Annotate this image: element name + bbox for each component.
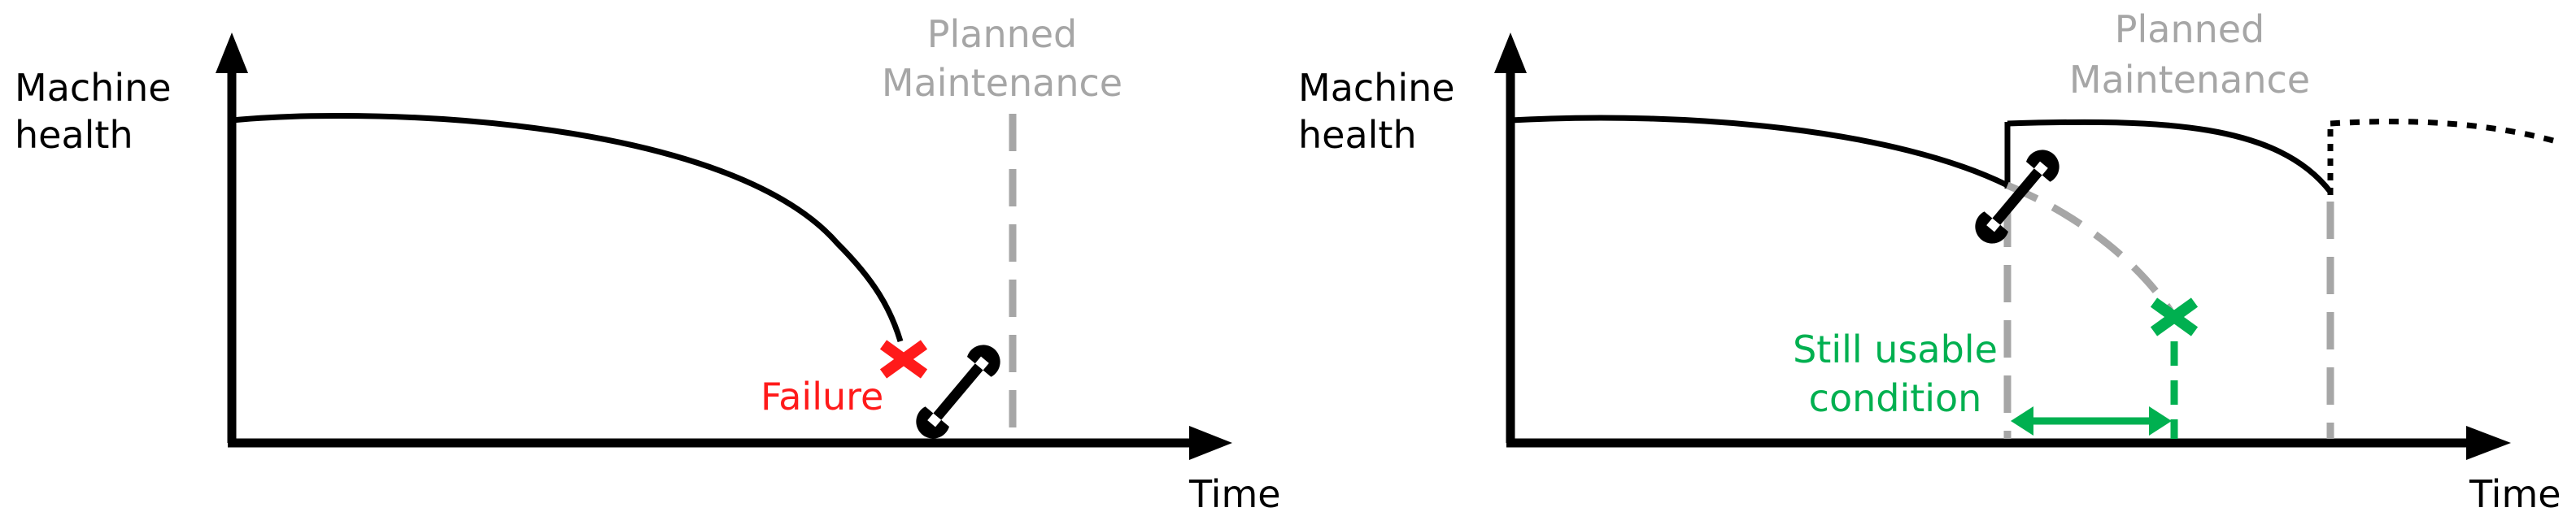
right-x-axis-label: Time — [2469, 472, 2561, 516]
right-usable-label-line1: Still usable — [1793, 328, 1998, 371]
left-maintenance-label-line1: Planned — [927, 12, 1078, 56]
right-y-axis-arrow — [1494, 33, 1527, 73]
right-x-axis-arrow — [2466, 426, 2511, 460]
left-failure-cross-icon — [879, 340, 928, 379]
right-maintenance-label-line1: Planned — [2115, 7, 2265, 51]
left-x-axis-arrow — [1189, 426, 1232, 460]
left-x-axis-label: Time — [1188, 472, 1281, 516]
left-failure-label: Failure — [761, 375, 883, 419]
right-y-axis-label-line1: Machine — [1298, 66, 1455, 110]
right-usable-label-line2: condition — [1809, 376, 1982, 420]
right-y-axis-label-line2: health — [1298, 113, 1417, 157]
right-panel: Machine health Time Planned Maintenance … — [1298, 7, 2563, 516]
right-health-curve-after — [2007, 119, 2333, 194]
left-maintenance-label-line2: Maintenance — [882, 61, 1122, 105]
left-y-axis-label-line1: Machine — [15, 66, 172, 110]
right-projected-curve — [2006, 181, 2173, 313]
right-health-curve-before — [1510, 115, 2009, 189]
right-usable-cross-icon — [2150, 297, 2199, 336]
right-maintenance-label-line2: Maintenance — [2069, 58, 2310, 102]
left-y-axis-arrow — [216, 33, 248, 73]
left-panel: Machine health Time Planned Maintenance … — [15, 12, 1281, 516]
right-wrench-icon — [1968, 142, 2067, 251]
right-dotted-continuation — [2330, 119, 2563, 146]
left-y-axis-label-line2: health — [15, 113, 133, 157]
left-health-curve — [231, 113, 904, 343]
right-usable-double-arrow — [2011, 406, 2172, 436]
left-wrench-icon — [909, 337, 1008, 446]
